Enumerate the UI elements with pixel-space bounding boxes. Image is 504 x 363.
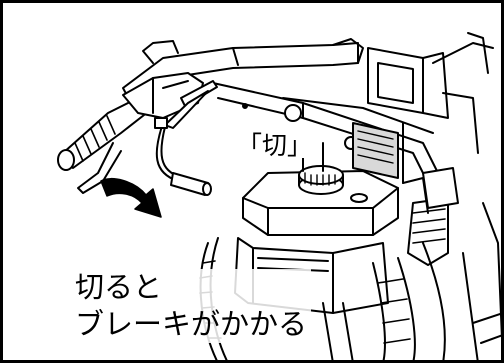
- brake-lever: [77, 80, 218, 194]
- caption-line-1: 切ると: [75, 270, 163, 304]
- brake-cable: [154, 117, 212, 196]
- fuel-tank-cap: [298, 165, 368, 203]
- caption: 切ると ブレーキがかかる: [71, 269, 312, 343]
- wheel-right: [322, 202, 501, 360]
- caption-line-2: ブレーキがかかる: [75, 307, 308, 341]
- switch-off-label: 「切」: [235, 131, 315, 160]
- right-handlebar-grip: [402, 167, 459, 266]
- rotation-arrow-icon: [100, 177, 162, 218]
- fuel-tank: [242, 170, 399, 236]
- cultivator-illustration: [57, 32, 501, 360]
